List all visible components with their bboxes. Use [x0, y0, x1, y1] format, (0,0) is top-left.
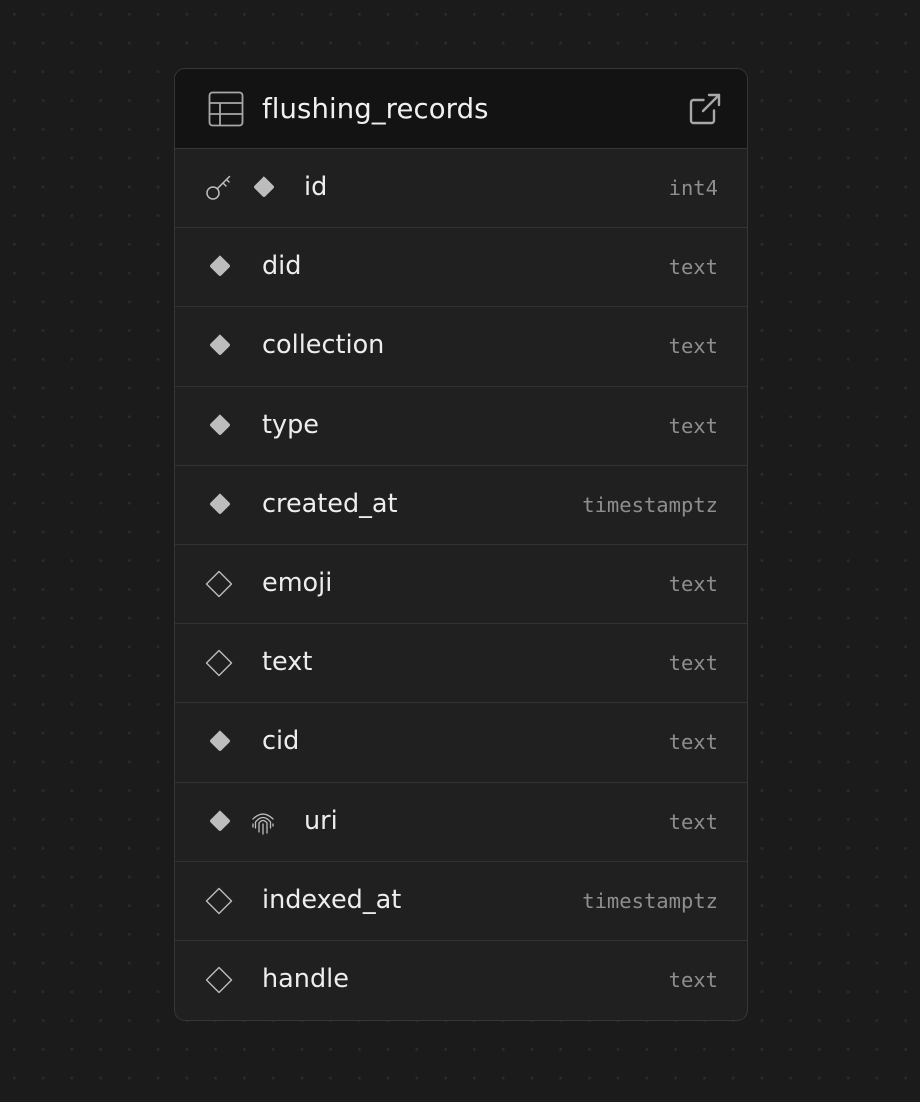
column-row[interactable]: text text — [175, 624, 747, 704]
column-type: text — [668, 334, 718, 359]
outline-diamond-icon — [205, 649, 233, 677]
column-type: text — [668, 571, 718, 596]
column-name: cid — [262, 726, 300, 757]
column-name: text — [262, 647, 313, 678]
column-name: id — [304, 172, 328, 202]
column-type: text — [668, 255, 718, 280]
column-name: emoji — [262, 567, 333, 598]
column-type: timestamptz — [582, 492, 718, 517]
column-name: created_at — [262, 488, 398, 519]
column-name: uri — [304, 805, 338, 836]
column-name: indexed_at — [262, 884, 402, 915]
external-link-icon[interactable] — [689, 93, 721, 125]
column-type: text — [668, 967, 718, 992]
filled-diamond-icon — [205, 253, 233, 281]
column-row[interactable]: did text — [175, 228, 747, 308]
outline-diamond-icon — [205, 887, 233, 915]
column-row[interactable]: id int4 — [175, 149, 747, 229]
filled-diamond-icon — [249, 174, 277, 202]
column-type: text — [668, 809, 718, 834]
table-header: flushing_records — [175, 69, 747, 149]
column-type: timestamptz — [582, 888, 718, 913]
column-row[interactable]: emoji text — [175, 545, 747, 625]
column-name: type — [262, 409, 319, 440]
column-row[interactable]: indexed_at timestamptz — [175, 862, 747, 941]
filled-diamond-icon — [205, 412, 233, 440]
column-list: id int4 did text collection text type text creat… — [175, 149, 747, 1020]
column-row[interactable]: handle text — [175, 941, 747, 1020]
filled-diamond-icon — [205, 728, 233, 756]
filled-diamond-icon — [205, 491, 233, 519]
filled-diamond-icon — [205, 808, 233, 836]
table-name: flushing_records — [262, 93, 489, 125]
column-name: collection — [262, 330, 385, 361]
column-row[interactable]: type text — [175, 387, 747, 466]
table-icon — [208, 91, 244, 127]
fingerprint-icon — [249, 808, 277, 836]
outline-diamond-icon — [205, 570, 233, 598]
column-name: handle — [262, 963, 349, 994]
column-row[interactable]: uri text — [175, 783, 747, 862]
column-row[interactable]: created_at timestamptz — [175, 466, 747, 545]
filled-diamond-icon — [205, 332, 233, 360]
column-type: text — [668, 730, 718, 755]
key-icon — [205, 174, 233, 202]
column-type: text — [668, 651, 718, 676]
outline-diamond-icon — [205, 966, 233, 994]
column-row[interactable]: collection text — [175, 307, 747, 387]
column-type: int4 — [668, 176, 718, 200]
column-name: did — [262, 251, 302, 282]
column-type: text — [668, 413, 718, 438]
column-row[interactable]: cid text — [175, 703, 747, 783]
